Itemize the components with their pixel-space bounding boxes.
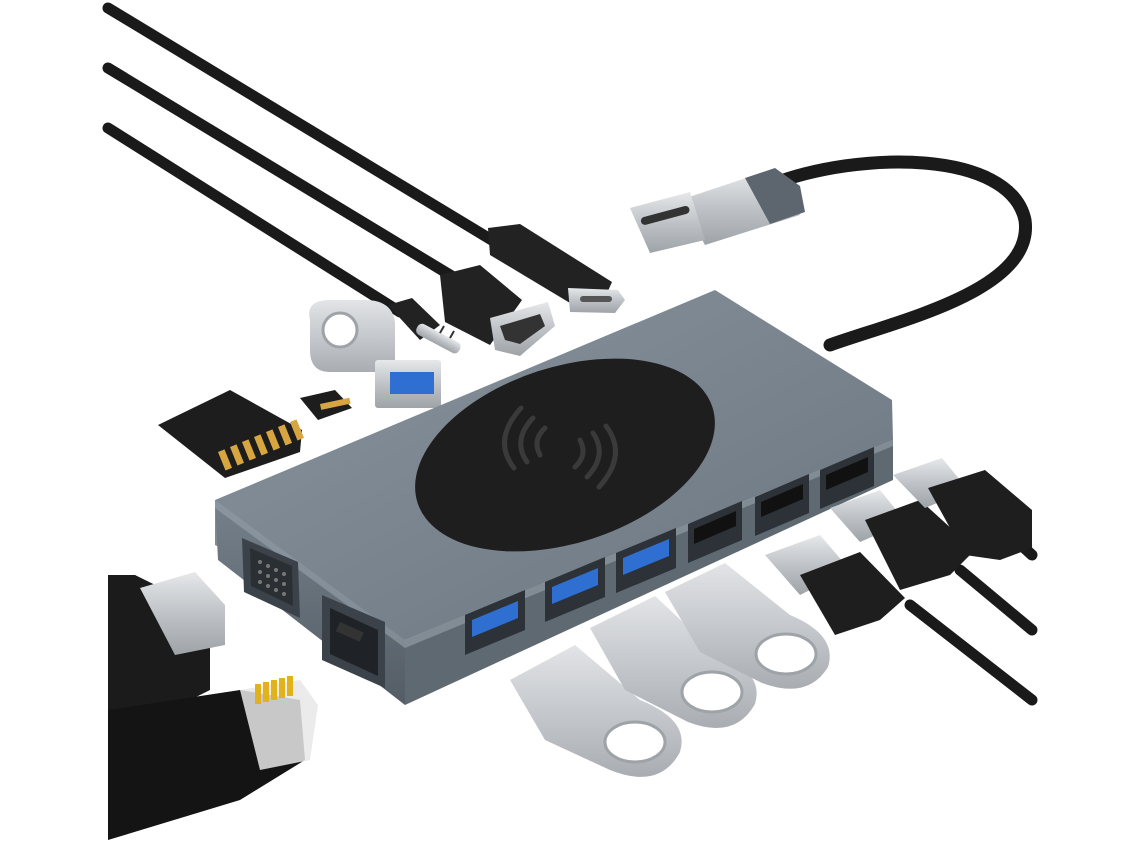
usb-a-plug-1 bbox=[765, 535, 1038, 706]
flash-drive-2 bbox=[590, 596, 757, 728]
micro-sd-card bbox=[300, 390, 352, 420]
usb-c-plug bbox=[488, 224, 625, 313]
cable-bundle bbox=[102, 2, 506, 318]
cable-usb-c bbox=[102, 2, 506, 251]
usb-a-plug-3 bbox=[893, 458, 1038, 561]
wireless-charging-icon bbox=[502, 405, 618, 490]
usb2-port-2 bbox=[755, 474, 809, 536]
flash-drive-1 bbox=[510, 645, 682, 777]
flash-drive-3 bbox=[665, 563, 830, 689]
hdmi-plug bbox=[440, 265, 555, 356]
usb3-port-3 bbox=[616, 528, 676, 593]
wireless-charging-pad bbox=[415, 358, 715, 552]
host-usb-c-cable bbox=[630, 155, 1032, 352]
ethernet-port bbox=[322, 595, 385, 688]
usb2-port-1 bbox=[688, 501, 742, 563]
usb3-flash-drive bbox=[309, 300, 441, 408]
cable-hdmi bbox=[102, 62, 461, 284]
usb-c-hub bbox=[215, 290, 893, 705]
cable-audio bbox=[102, 122, 406, 318]
usb-a-plug-2 bbox=[830, 490, 1038, 636]
vga-port bbox=[242, 538, 300, 618]
sd-card bbox=[158, 390, 304, 478]
rj45-connector-block bbox=[108, 572, 318, 840]
usb2-port-3 bbox=[820, 447, 874, 509]
usb3-port-1 bbox=[465, 590, 525, 655]
usb3-port-2 bbox=[545, 557, 605, 622]
audio-jack-plug bbox=[388, 298, 461, 354]
